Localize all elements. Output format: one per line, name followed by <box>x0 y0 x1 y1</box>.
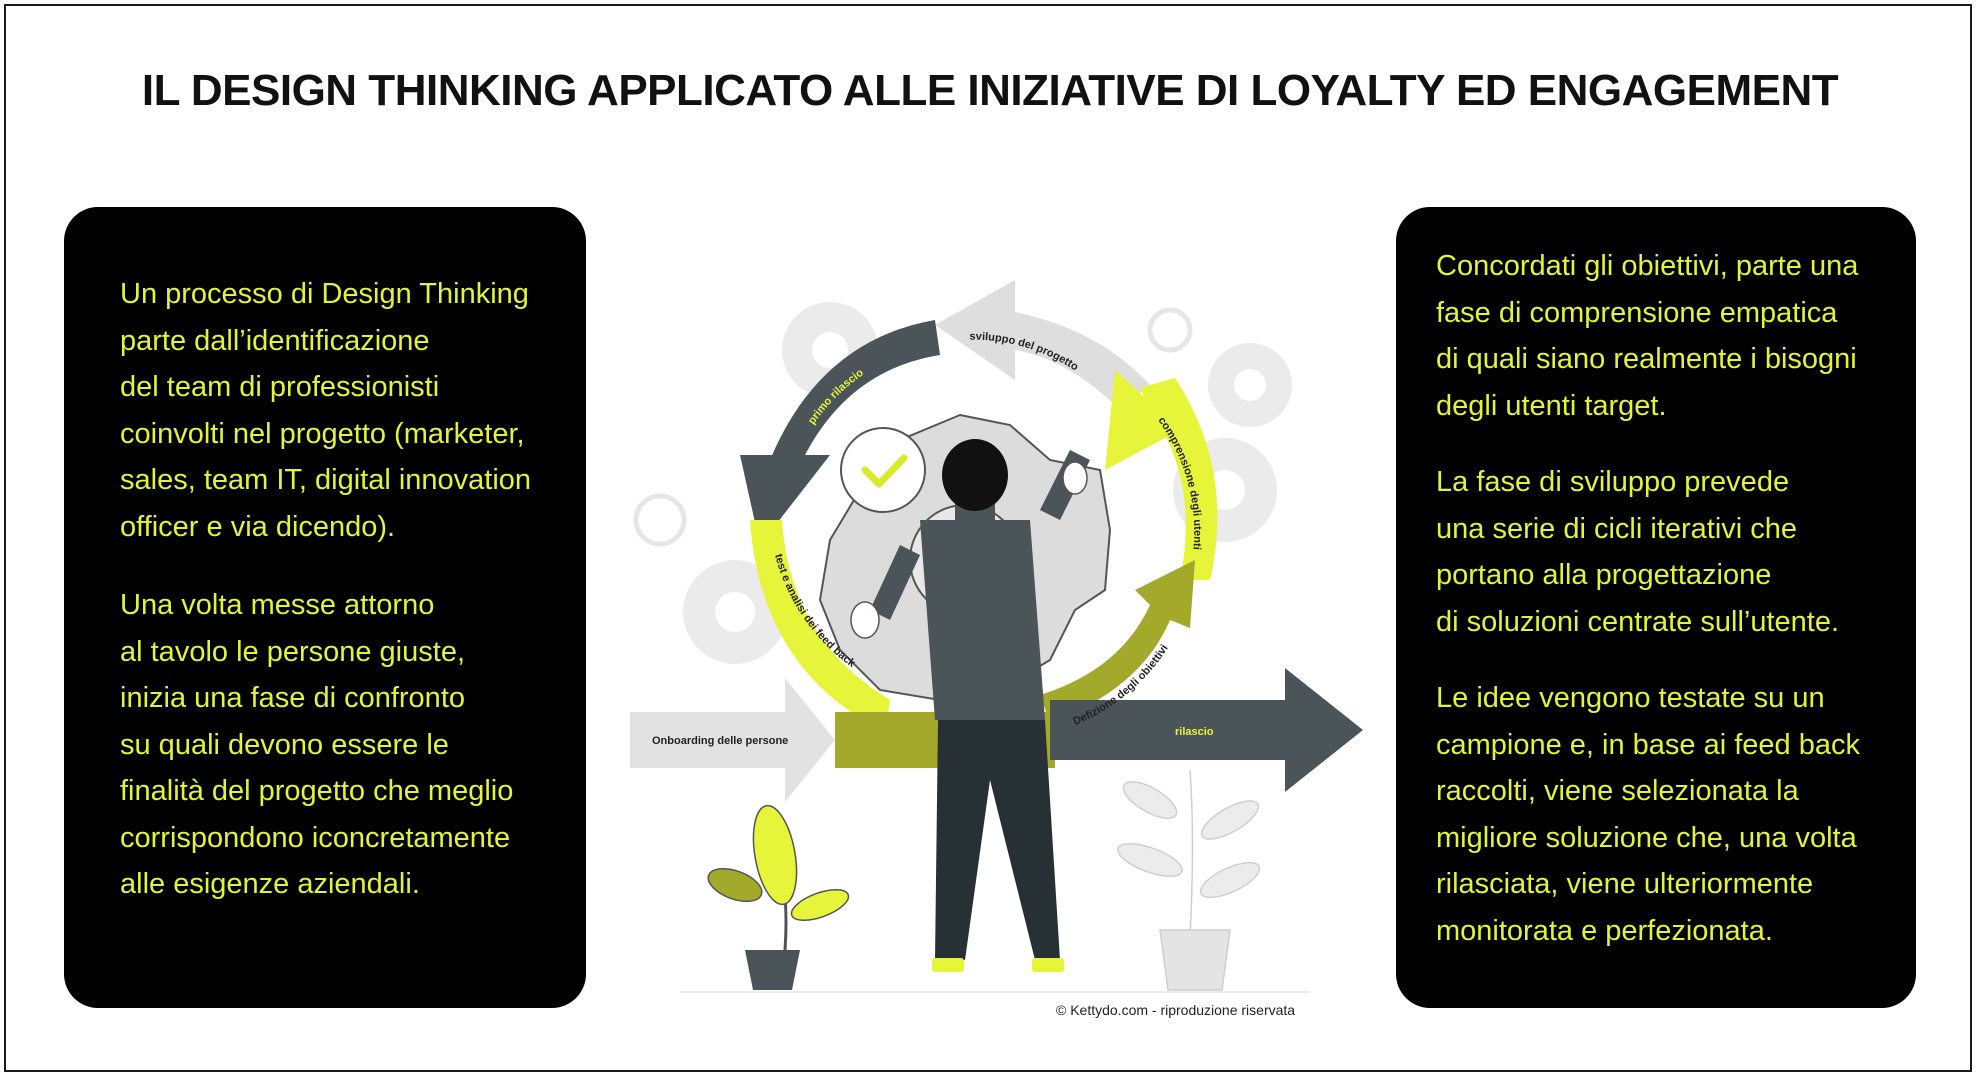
person-figure <box>850 439 1090 972</box>
right-text-panel: Concordati gli obiettivi, parte una fase… <box>1396 207 1916 1008</box>
left-text-panel: Un processo di Design Thinking parte dal… <box>64 207 586 1008</box>
left-paragraph-2: Una volta messe attorno al tavolo le per… <box>120 589 514 900</box>
arrow-onboarding: Onboarding delle persone <box>630 678 835 802</box>
cycle-arrow-comprensione <box>1105 370 1218 580</box>
left-paragraph-1: Un processo di Design Thinking parte dal… <box>120 278 532 543</box>
page-frame <box>4 4 1972 1072</box>
page-title: IL DESIGN THINKING APPLICATO ALLE INIZIA… <box>141 66 1839 115</box>
cycle-arrow-sviluppo <box>935 280 1150 410</box>
plant-left-icon <box>707 804 850 990</box>
gear-icon <box>1208 343 1292 427</box>
plant-right-icon <box>1117 769 1261 991</box>
gear-icon <box>683 560 787 664</box>
onboarding-label: Onboarding delle persone <box>652 735 788 747</box>
cycle-arrow-test <box>750 520 890 732</box>
arrow-rilascio: rilascio <box>1050 668 1363 792</box>
check-icon <box>840 427 926 513</box>
right-paragraph-3: Le idee vengono testate su un campione e… <box>1436 682 1860 947</box>
gear-icon <box>633 307 1193 547</box>
right-paragraph-1: Concordati gli obiettivi, parte una fase… <box>1436 250 1859 422</box>
right-paragraph-2: La fase di sviluppo prevede una serie di… <box>1436 466 1840 638</box>
copyright-credit: © Kettydo.com - riproduzione riservata <box>1056 1002 1296 1018</box>
rilascio-label: rilascio <box>1175 726 1214 738</box>
cycle-arrow-definizione <box>1040 560 1195 722</box>
design-thinking-illustration: Onboarding delle persone rilascio svilup… <box>630 280 1363 993</box>
